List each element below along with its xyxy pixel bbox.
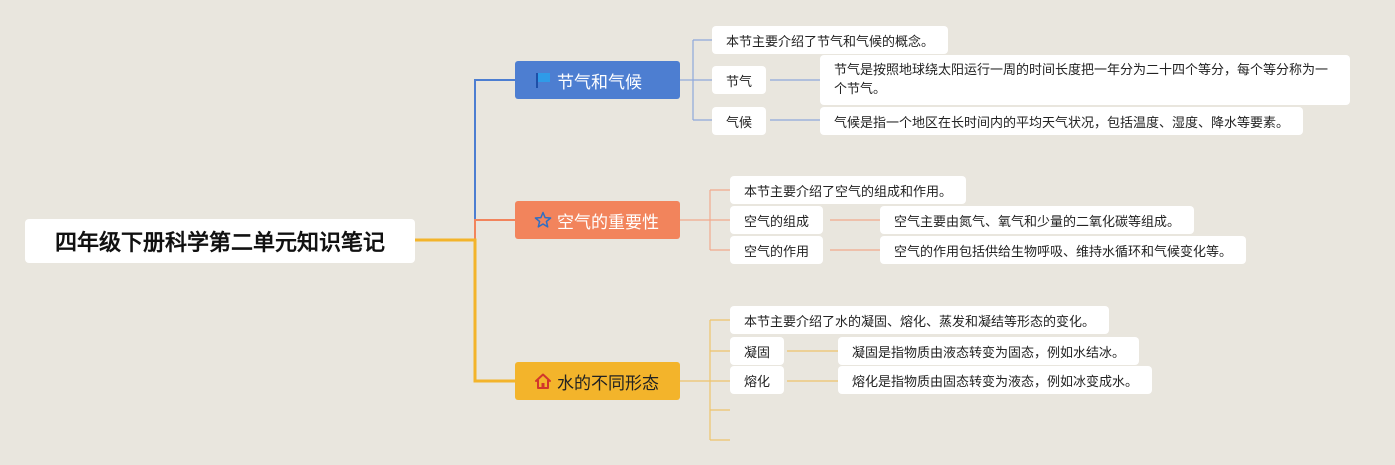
topic3-item-label[interactable]: 熔化 [730,366,785,394]
topic1-item-label[interactable]: 气候 [712,107,767,135]
connector-topic2-branches [680,189,880,251]
topic-label: 空气的重要性 [557,212,659,233]
topic3-item-detail[interactable]: 熔化是指物质由固态转变为液态，例如冰变成水。 [838,366,1153,394]
topic2-item-label[interactable]: 空气的作用 [730,236,824,264]
topic2-item-detail[interactable]: 空气的作用包括供给生物呼吸、维持水循环和气候变化等。 [880,236,1247,264]
topic1-item-label[interactable]: 节气 [712,66,767,94]
topic3-summary[interactable]: 本节主要介绍了水的凝固、熔化、蒸发和凝结等形态的变化。 [730,306,1110,334]
connector-topic1-branches [680,39,820,121]
flag-icon [533,70,553,90]
topic-solar-terms-climate[interactable]: 节气和气候 [515,61,680,99]
connector-root-topic2 [415,219,515,241]
topic1-summary[interactable]: 本节主要介绍了节气和气候的概念。 [712,26,949,54]
topic1-item-detail[interactable]: 节气是按照地球绕太阳运行一周的时间长度把一年分为二十四个等分，每个等分称为一个节… [820,55,1350,105]
topic1-item-detail[interactable]: 气候是指一个地区在长时间内的平均天气状况，包括温度、湿度、降水等要素。 [820,107,1304,135]
topic2-summary[interactable]: 本节主要介绍了空气的组成和作用。 [730,176,967,204]
topic3-item-label[interactable]: 凝固 [730,337,785,365]
topic-label: 水的不同形态 [557,373,659,394]
root-topic[interactable]: 四年级下册科学第二单元知识笔记 [25,219,415,263]
topic-states-of-water[interactable]: 水的不同形态 [515,362,680,400]
topic2-item-detail[interactable]: 空气主要由氮气、氧气和少量的二氧化碳等组成。 [880,206,1195,234]
topic-label: 节气和气候 [557,72,642,93]
root-title: 四年级下册科学第二单元知识笔记 [54,231,385,256]
topic2-item-label[interactable]: 空气的组成 [730,206,824,234]
connector-topic3-branches [680,319,838,441]
home-icon [533,371,553,391]
connector-root-topic3 [415,238,515,383]
star-icon [533,210,553,230]
connector-root-topic1 [415,79,515,241]
topic-importance-of-air[interactable]: 空气的重要性 [515,201,680,239]
topic3-item-detail[interactable]: 凝固是指物质由液态转变为固态，例如水结冰。 [838,337,1140,365]
